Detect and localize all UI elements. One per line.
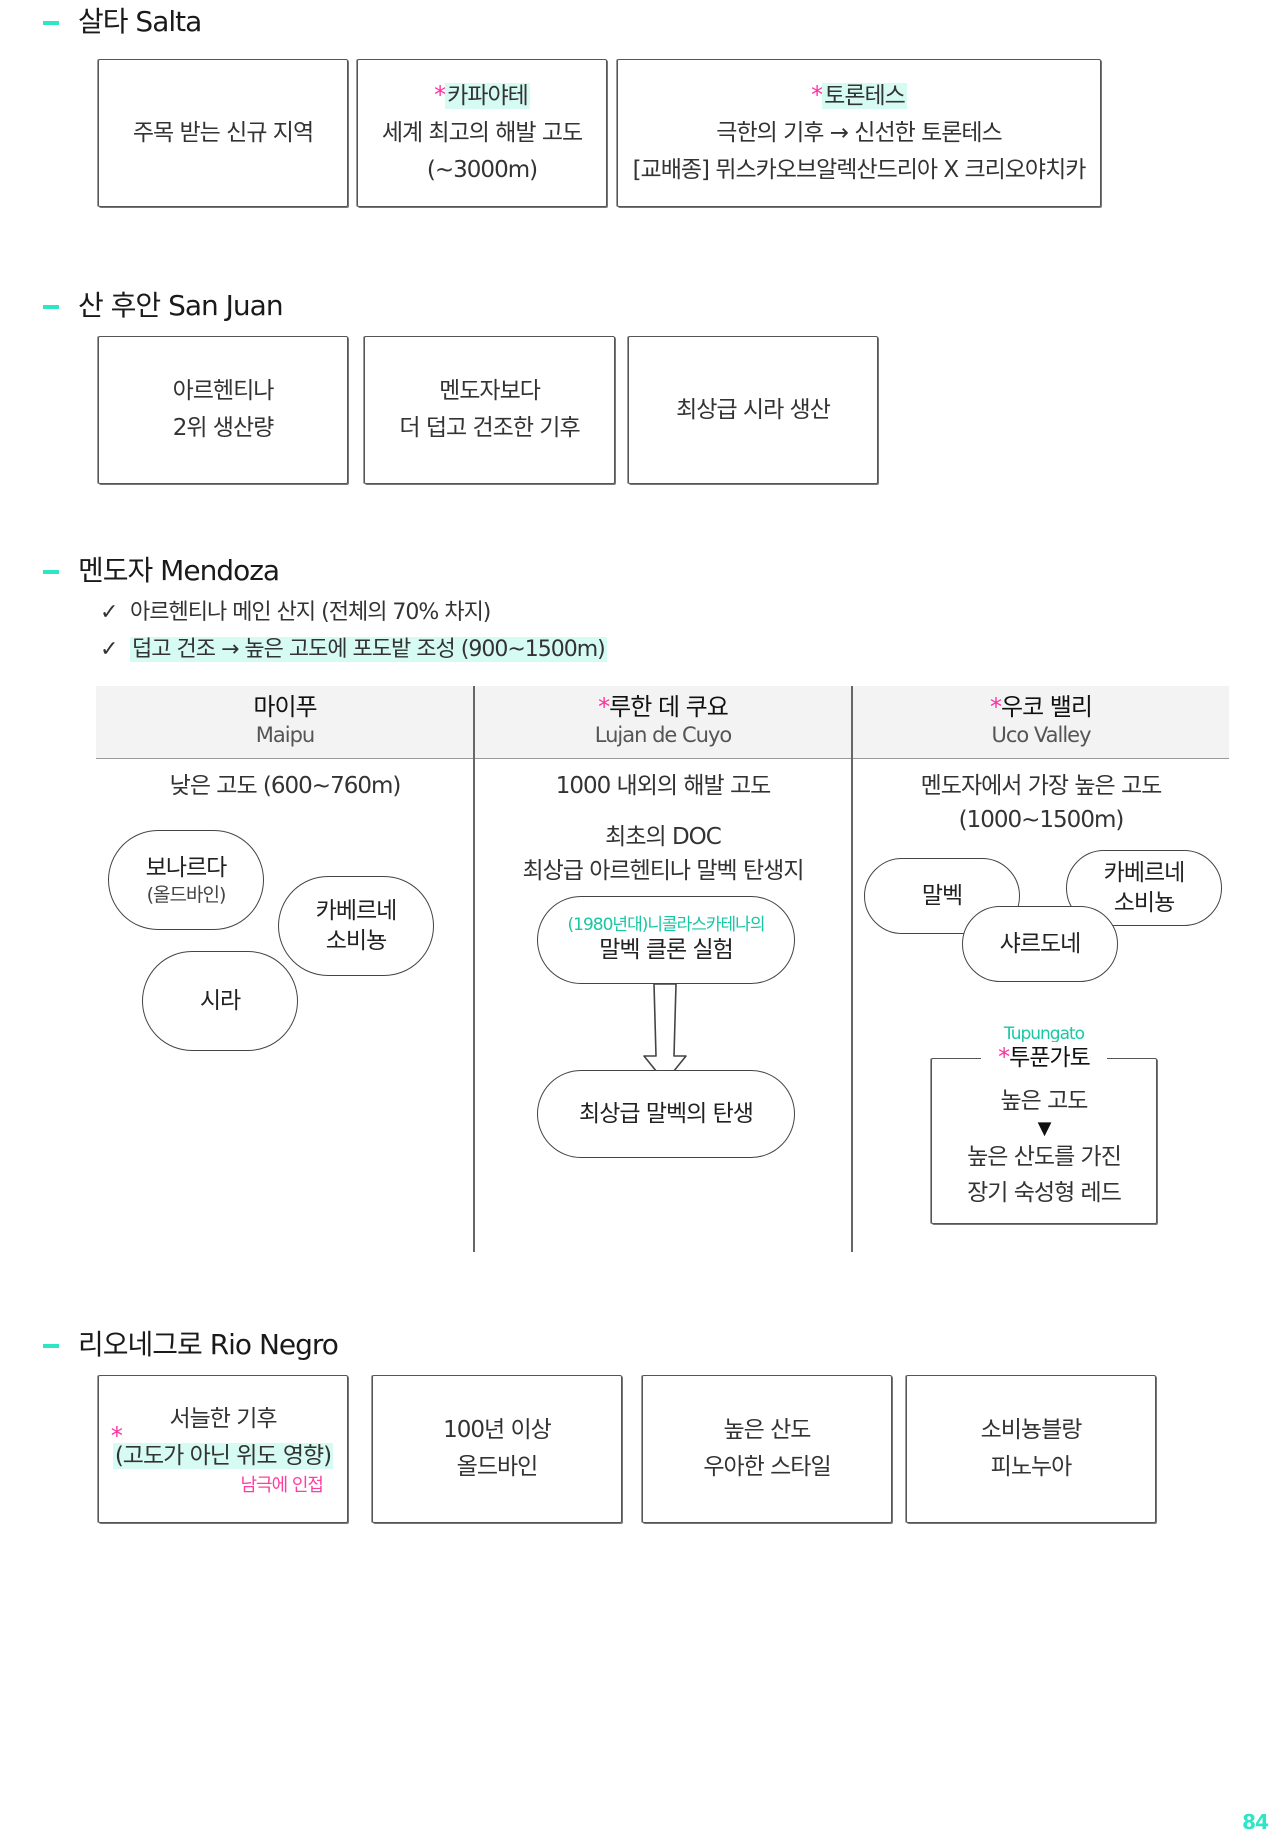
star-mark: * xyxy=(110,1422,123,1450)
lujan-malbec-birthplace: 최상급 아르헨티나 말벡 탄생지 xyxy=(522,858,804,884)
section-title-san-juan: 산 후안 San Juan xyxy=(78,289,284,322)
grape-pill-malbec: 말벡 xyxy=(864,858,1020,934)
rio-negro-box-acidity: 높은 산도 우아한 스타일 xyxy=(642,1375,892,1523)
rio-negro-box-varieties: 소비뇽블랑 피노누아 xyxy=(906,1375,1156,1523)
check-icon: ✓ xyxy=(100,600,118,625)
section-bullet-dash xyxy=(43,305,59,309)
san-juan-box-syrah: 최상급 시라 생산 xyxy=(628,336,878,484)
malbec-clone-pill: (1980년대)니콜라스카테나의 말벡 클론 실험 xyxy=(537,896,795,984)
rio-negro-note: 남극에 인접 xyxy=(240,1475,324,1496)
page-number: 84 xyxy=(1242,1810,1269,1834)
check-item-main-region: ✓아르헨티나 메인 산지 (전체의 70% 차지) xyxy=(100,598,491,628)
grape-pill-cabernet: 카베르네 소비뇽 xyxy=(278,876,434,976)
grape-pill-syrah: 시라 xyxy=(142,951,298,1051)
star-mark: * xyxy=(434,81,446,109)
top-malbec-pill: 최상급 말벡의 탄생 xyxy=(537,1070,795,1158)
tupungato-english: Tupungato xyxy=(1003,1024,1085,1044)
salta-box-torrontes: *토론테스 극한의 기후 → 신선한 토론테스 [교배종] 뮈스카오브알렉산드리… xyxy=(617,59,1101,207)
salta-box-new-region: 주목 받는 신규 지역 xyxy=(98,59,348,207)
section-bullet-dash xyxy=(43,21,59,25)
section-title-salta: 살타 Salta xyxy=(78,5,202,38)
column-divider xyxy=(473,686,475,1252)
uco-altitude: 멘도자에서 가장 높은 고도 xyxy=(920,773,1163,799)
grape-pill-chardonnay: 샤르도네 xyxy=(962,906,1118,982)
column-header-uco: *우코 밸리 Uco Valley xyxy=(990,693,1093,747)
down-triangle-icon: ▼ xyxy=(1037,1118,1052,1139)
san-juan-box-production: 아르헨티나 2위 생산량 xyxy=(98,336,348,484)
section-bullet-dash xyxy=(43,570,59,574)
section-bullet-dash xyxy=(43,1344,59,1348)
column-header-lujan: *루한 데 쿠요 Lujan de Cuyo xyxy=(594,693,733,747)
maipu-altitude: 낮은 고도 (600~760m) xyxy=(169,773,402,799)
star-mark: * xyxy=(598,693,610,721)
lujan-first-doc: 최초의 DOC xyxy=(605,824,722,850)
cafayate-title: 카파야테 xyxy=(445,83,530,109)
star-mark: * xyxy=(998,1043,1010,1071)
torrontes-title: 토론테스 xyxy=(822,83,907,109)
grape-pill-bonarda: 보나르다 (올드바인) xyxy=(108,830,264,930)
star-mark: * xyxy=(990,693,1002,721)
column-header-maipu: 마이푸 Maipu xyxy=(253,693,317,747)
star-mark: * xyxy=(811,81,823,109)
salta-box-cafayate: *카파야테 세계 최고의 해발 고도 (~3000m) xyxy=(357,59,607,207)
lujan-altitude: 1000 내외의 해발 고도 xyxy=(555,773,772,799)
rio-negro-box-climate: 서늘한 기후 *(고도가 아닌 위도 영향) 남극에 인접 xyxy=(98,1375,348,1523)
check-icon: ✓ xyxy=(100,637,118,662)
section-title-rio-negro: 리오네그로 Rio Negro xyxy=(78,1328,339,1361)
tupungato-box: 높은 고도 ▼ 높은 산도를 가진 장기 숙성형 레드 xyxy=(931,1058,1157,1224)
mendoza-table-header xyxy=(96,686,1229,759)
down-arrow-icon xyxy=(643,984,687,1083)
rio-negro-box-old-vine: 100년 이상 올드바인 xyxy=(372,1375,622,1523)
column-divider xyxy=(851,686,853,1252)
check-item-high-altitude: ✓덥고 건조 → 높은 고도에 포도밭 조성 (900~1500m) xyxy=(100,635,607,665)
uco-altitude-range: (1000~1500m) xyxy=(958,807,1125,833)
san-juan-box-climate: 멘도자보다 더 덥고 건조한 기후 xyxy=(364,336,615,484)
section-title-mendoza: 멘도자 Mendoza xyxy=(78,554,280,587)
tupungato-label: *투푼가토 xyxy=(981,1042,1107,1073)
